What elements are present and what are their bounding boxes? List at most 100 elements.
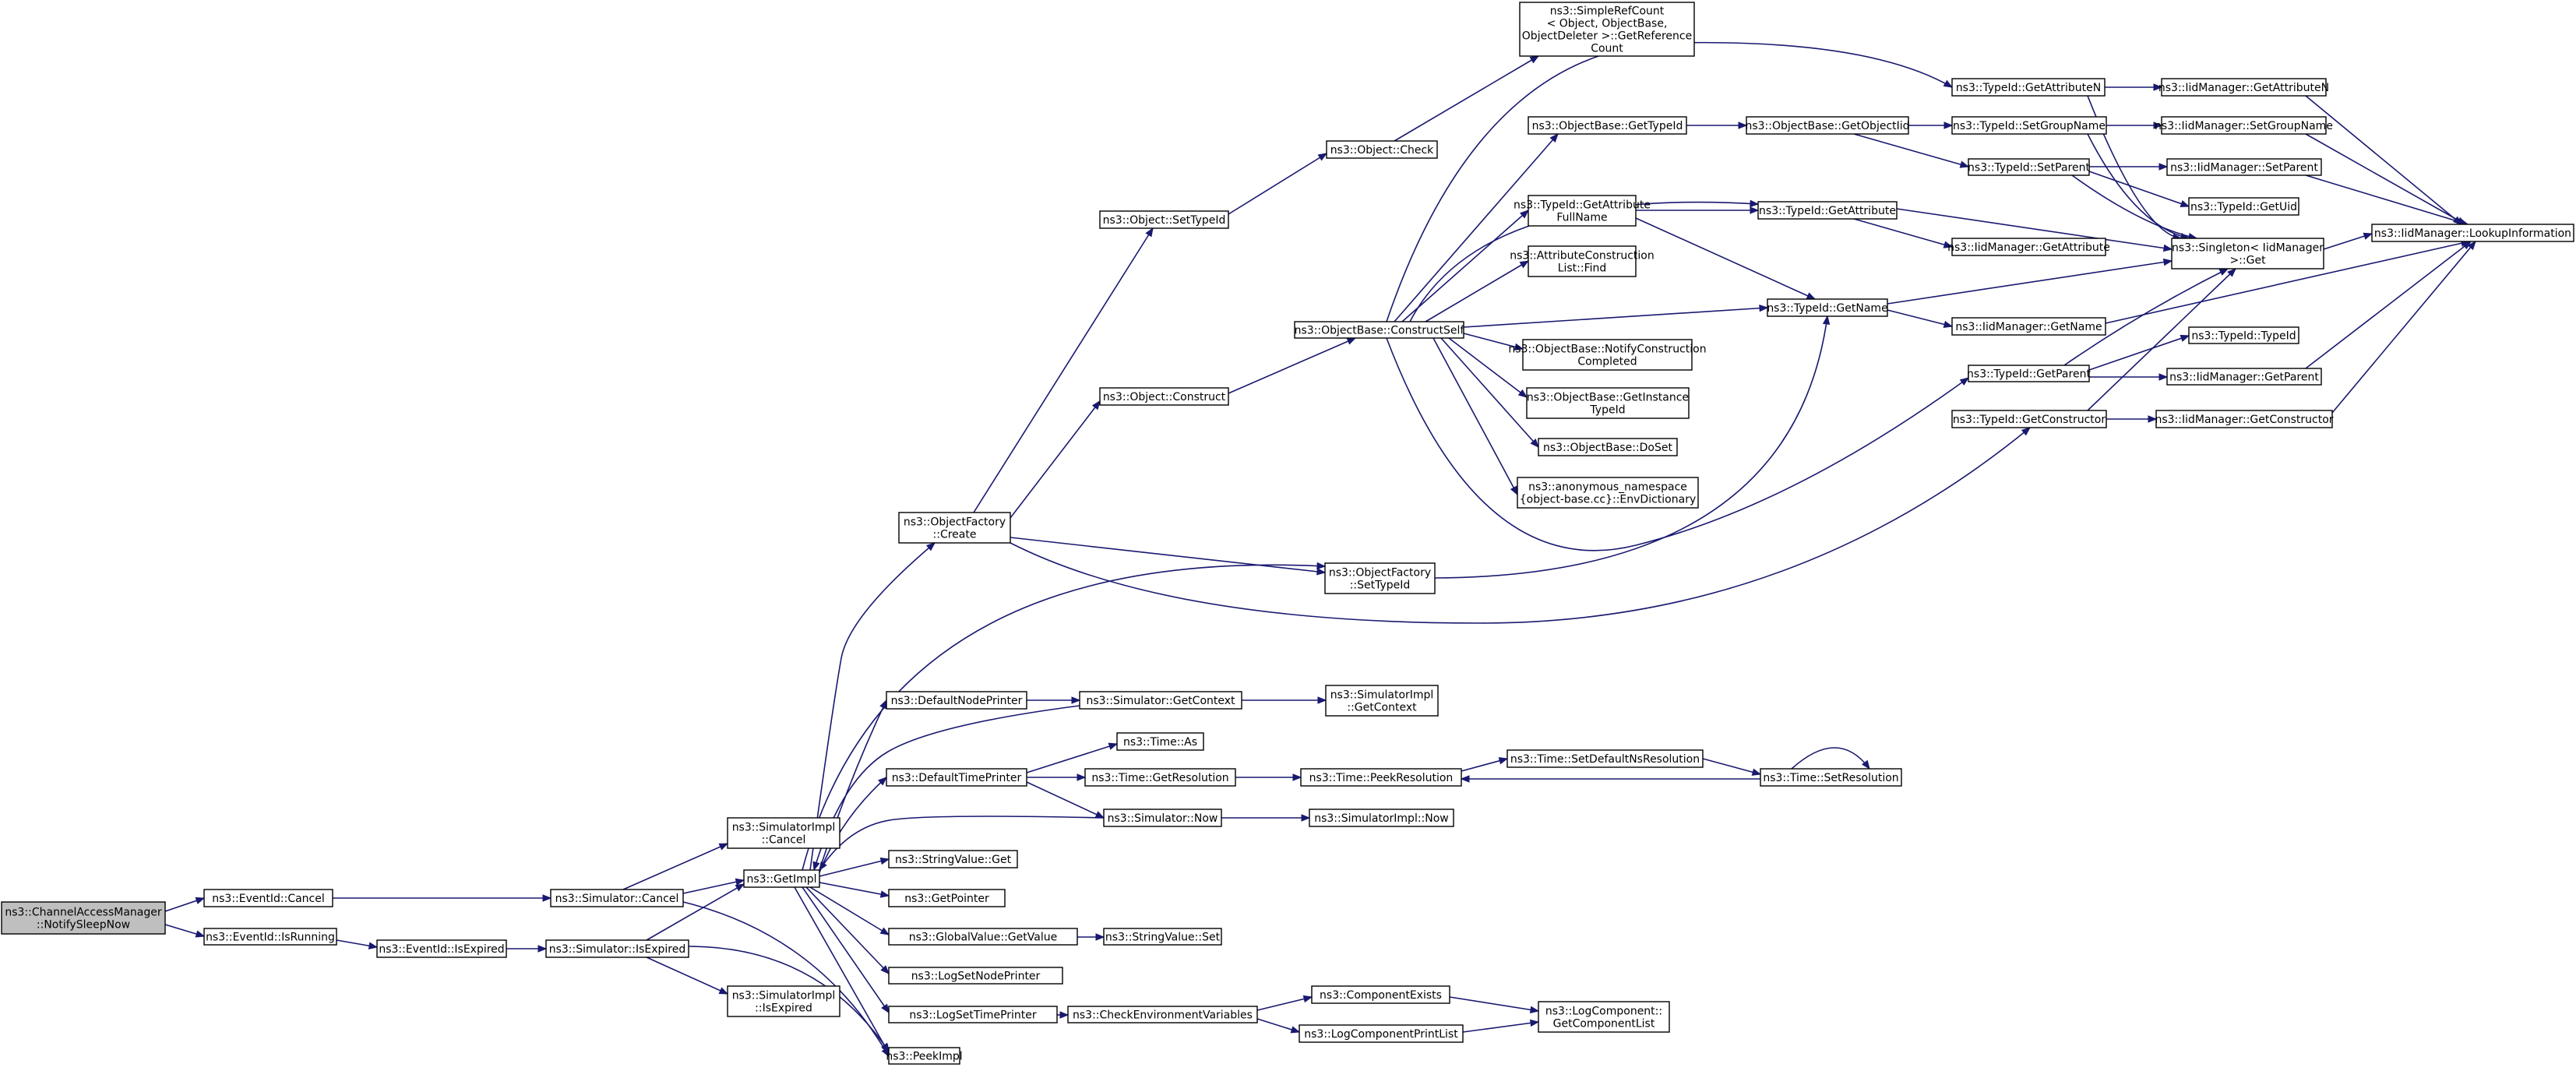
function-node-singleton-get[interactable]: ns3::Singleton< IidManager >::Get bbox=[2171, 238, 2324, 270]
arrowhead-icon bbox=[735, 883, 745, 892]
function-node-tid-set-group-name[interactable]: ns3::TypeId::SetGroupName bbox=[1951, 116, 2107, 135]
function-node-ob-do-set[interactable]: ns3::ObjectBase::DoSet bbox=[1538, 438, 1678, 456]
function-node-iid-get-constructor[interactable]: ns3::IidManager::GetConstructor bbox=[2155, 410, 2334, 428]
arrowhead-icon bbox=[1943, 241, 1954, 248]
edge-line bbox=[1702, 758, 1761, 775]
edge-line bbox=[1401, 210, 1529, 322]
function-node-time-set-default-ns[interactable]: ns3::Time::SetDefaultNsResolution bbox=[1506, 749, 1704, 768]
function-node-tid-get-name[interactable]: ns3::TypeId::GetName bbox=[1767, 298, 1888, 317]
function-node-sim-impl-is-expired[interactable]: ns3::SimulatorImpl::IsExpired bbox=[727, 985, 840, 1017]
function-node-check-env[interactable]: ns3::CheckEnvironmentVariables bbox=[1067, 1006, 1258, 1023]
function-node-tid-get-attribute-n[interactable]: ns3::TypeId::GetAttributeN bbox=[1951, 78, 2106, 97]
function-node-iid-set-parent[interactable]: ns3::IidManager::SetParent bbox=[2166, 158, 2322, 176]
function-node-ev-is-running[interactable]: ns3::EventId::IsRunning bbox=[203, 928, 337, 946]
arrowhead-icon bbox=[542, 894, 552, 902]
function-node-get-pointer[interactable]: ns3::GetPointer bbox=[888, 889, 1006, 907]
function-node-sim-get-context[interactable]: ns3::Simulator::GetContext bbox=[1079, 691, 1242, 710]
function-node-def-node-printer[interactable]: ns3::DefaultNodePrinter bbox=[886, 691, 1027, 710]
node-box bbox=[886, 691, 1027, 710]
arrowhead-icon bbox=[1346, 337, 1357, 345]
function-node-obj-check[interactable]: ns3::Object::Check bbox=[1326, 140, 1438, 159]
function-node-iid-get-parent[interactable]: ns3::IidManager::GetParent bbox=[2166, 368, 2322, 386]
function-node-iid-set-group-name[interactable]: ns3::IidManager::SetGroupName bbox=[2155, 116, 2333, 135]
function-node-sim-impl-cancel[interactable]: ns3::SimulatorImpl::Cancel bbox=[727, 817, 840, 849]
node-box bbox=[1757, 201, 1898, 220]
function-node-of-create[interactable]: ns3::ObjectFactory::Create bbox=[898, 512, 1011, 544]
function-node-sv-set[interactable]: ns3::StringValue::Set bbox=[1103, 928, 1222, 946]
node-label: ns3::LogComponent:: bbox=[1545, 1006, 1662, 1018]
function-node-def-time-printer[interactable]: ns3::DefaultTimePrinter bbox=[886, 768, 1027, 787]
function-node-peek-impl[interactable]: ns3::PeekImpl bbox=[886, 1047, 963, 1065]
function-node-sv-get[interactable]: ns3::StringValue::Get bbox=[888, 850, 1018, 868]
function-node-log-comp-get-list[interactable]: ns3::LogComponent::GetComponentList bbox=[1538, 1001, 1670, 1033]
arrowhead-icon bbox=[1498, 757, 1509, 765]
call-edge bbox=[2087, 268, 2236, 411]
function-node-of-set-type-id[interactable]: ns3::ObjectFactory::SetTypeId bbox=[1324, 562, 1436, 594]
call-edge bbox=[1027, 773, 1087, 781]
node-label: {object-base.cc}::EnvDictionary bbox=[1520, 494, 1696, 506]
function-node-log-comp-print-list[interactable]: ns3::LogComponentPrintList bbox=[1299, 1024, 1464, 1043]
call-edge bbox=[1221, 814, 1311, 822]
node-box bbox=[1951, 238, 2106, 256]
function-node-tid-set-parent[interactable]: ns3::TypeId::SetParent bbox=[1968, 158, 2090, 176]
node-box bbox=[1951, 78, 2106, 97]
function-node-ob-get-type-id[interactable]: ns3::ObjectBase::GetTypeId bbox=[1528, 116, 1687, 135]
function-node-iid-get-name[interactable]: ns3::IidManager::GetName bbox=[1951, 317, 2106, 336]
function-node-time-set-resolution[interactable]: ns3::Time::SetResolution bbox=[1760, 768, 1902, 787]
function-node-sim-impl-get-context[interactable]: ns3::SimulatorImpl::GetContext bbox=[1325, 685, 1439, 717]
function-node-tid-get-attribute[interactable]: ns3::TypeId::GetAttribute bbox=[1757, 201, 1898, 220]
function-node-ob-construct-self[interactable]: ns3::ObjectBase::ConstructSelf bbox=[1294, 321, 1465, 339]
function-node-ob-get-object-iid[interactable]: ns3::ObjectBase::GetObjectIid bbox=[1745, 116, 1910, 135]
node-label: ns3::TypeId::GetName bbox=[1767, 302, 1887, 315]
function-node-iid-lookup[interactable]: ns3::IidManager::LookupInformation bbox=[2371, 224, 2574, 242]
arrowhead-icon bbox=[1750, 199, 1760, 208]
function-node-sim-now[interactable]: ns3::Simulator::Now bbox=[1103, 809, 1222, 827]
function-node-log-set-time-printer[interactable]: ns3::LogSetTimePrinter bbox=[888, 1006, 1058, 1023]
function-node-gv-get-value[interactable]: ns3::GlobalValue::GetValue bbox=[888, 928, 1078, 946]
call-edge bbox=[1010, 537, 1327, 576]
arrowhead-icon bbox=[368, 942, 379, 949]
function-node-tid-get-uid[interactable]: ns3::TypeId::GetUid bbox=[2188, 197, 2299, 216]
edge-line bbox=[1635, 217, 1816, 300]
function-node-log-set-node-printer[interactable]: ns3::LogSetNodePrinter bbox=[888, 967, 1063, 985]
edge-line bbox=[1463, 307, 1768, 328]
function-node-ev-is-expired[interactable]: ns3::EventId::IsExpired bbox=[376, 939, 507, 958]
call-edge bbox=[164, 897, 206, 912]
function-node-simple-ref[interactable]: ns3::SimpleRefCount< Object, ObjectBase,… bbox=[1519, 2, 1695, 57]
function-node-comp-exists[interactable]: ns3::ComponentExists bbox=[1311, 985, 1450, 1004]
function-node-get-impl[interactable]: ns3::GetImpl bbox=[743, 869, 820, 888]
call-edge bbox=[2305, 133, 2467, 225]
node-label: ns3::ObjectFactory bbox=[1329, 567, 1431, 580]
function-node-iid-get-attribute-n[interactable]: ns3::IidManager::GetAttributeN bbox=[2158, 78, 2329, 97]
function-node-time-peek-resolution[interactable]: ns3::Time::PeekResolution bbox=[1300, 768, 1462, 787]
function-node-tid-get-parent[interactable]: ns3::TypeId::GetParent bbox=[1967, 365, 2091, 382]
function-node-time-as[interactable]: ns3::Time::As bbox=[1116, 732, 1204, 751]
node-label: ns3::Simulator::Now bbox=[1108, 812, 1218, 825]
function-node-time-get-resolution[interactable]: ns3::Time::GetResolution bbox=[1084, 768, 1236, 787]
call-edge bbox=[802, 562, 1327, 871]
function-node-ev-cancel[interactable]: ns3::EventId::Cancel bbox=[203, 889, 333, 907]
node-label: ns3::GlobalValue::GetValue bbox=[909, 932, 1057, 944]
arrowhead-icon bbox=[2148, 415, 2158, 423]
arrowhead-icon bbox=[1301, 814, 1311, 822]
edge-line bbox=[813, 705, 1080, 871]
edge-line bbox=[682, 901, 890, 1057]
function-node-sim-is-expired[interactable]: ns3::Simulator::IsExpired bbox=[545, 939, 689, 958]
function-node-sim-impl-now[interactable]: ns3::SimulatorImpl::Now bbox=[1309, 809, 1454, 827]
function-node-obj-set-type-id[interactable]: ns3::Object::SetTypeId bbox=[1099, 210, 1229, 229]
function-node-obj-construct[interactable]: ns3::Object::Construct bbox=[1099, 387, 1229, 406]
function-node-anon-env-dict[interactable]: ns3::anonymous_namespace{object-base.cc}… bbox=[1517, 477, 1699, 509]
call-edge bbox=[682, 878, 745, 894]
function-node-root[interactable]: ns3::ChannelAccessManager::NotifySleepNo… bbox=[1, 901, 166, 935]
function-node-sim-cancel[interactable]: ns3::Simulator::Cancel bbox=[550, 889, 684, 907]
function-node-iid-get-attribute[interactable]: ns3::IidManager::GetAttribute bbox=[1947, 238, 2110, 256]
function-node-ob-notify-construction[interactable]: ns3::ObjectBase::NotifyConstructionCompl… bbox=[1508, 339, 1707, 371]
function-node-tid-get-constructor[interactable]: ns3::TypeId::GetConstructor bbox=[1951, 410, 2107, 428]
edge-line bbox=[819, 816, 1105, 871]
arrowhead-icon bbox=[1460, 775, 1470, 783]
node-label: ::IsExpired bbox=[755, 1002, 812, 1015]
function-node-tid-type-id[interactable]: ns3::TypeId::TypeId bbox=[2188, 326, 2299, 344]
